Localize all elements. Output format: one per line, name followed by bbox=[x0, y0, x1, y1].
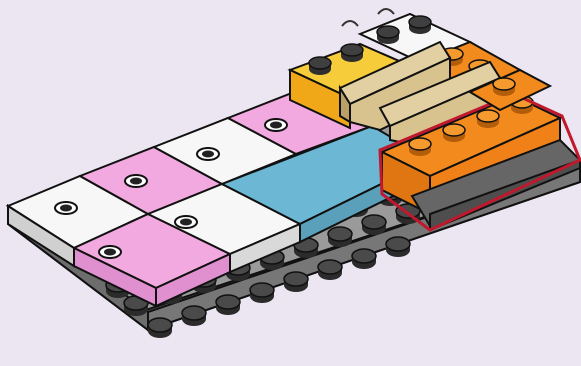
build-illustration bbox=[0, 0, 581, 366]
build-canvas bbox=[0, 0, 581, 366]
